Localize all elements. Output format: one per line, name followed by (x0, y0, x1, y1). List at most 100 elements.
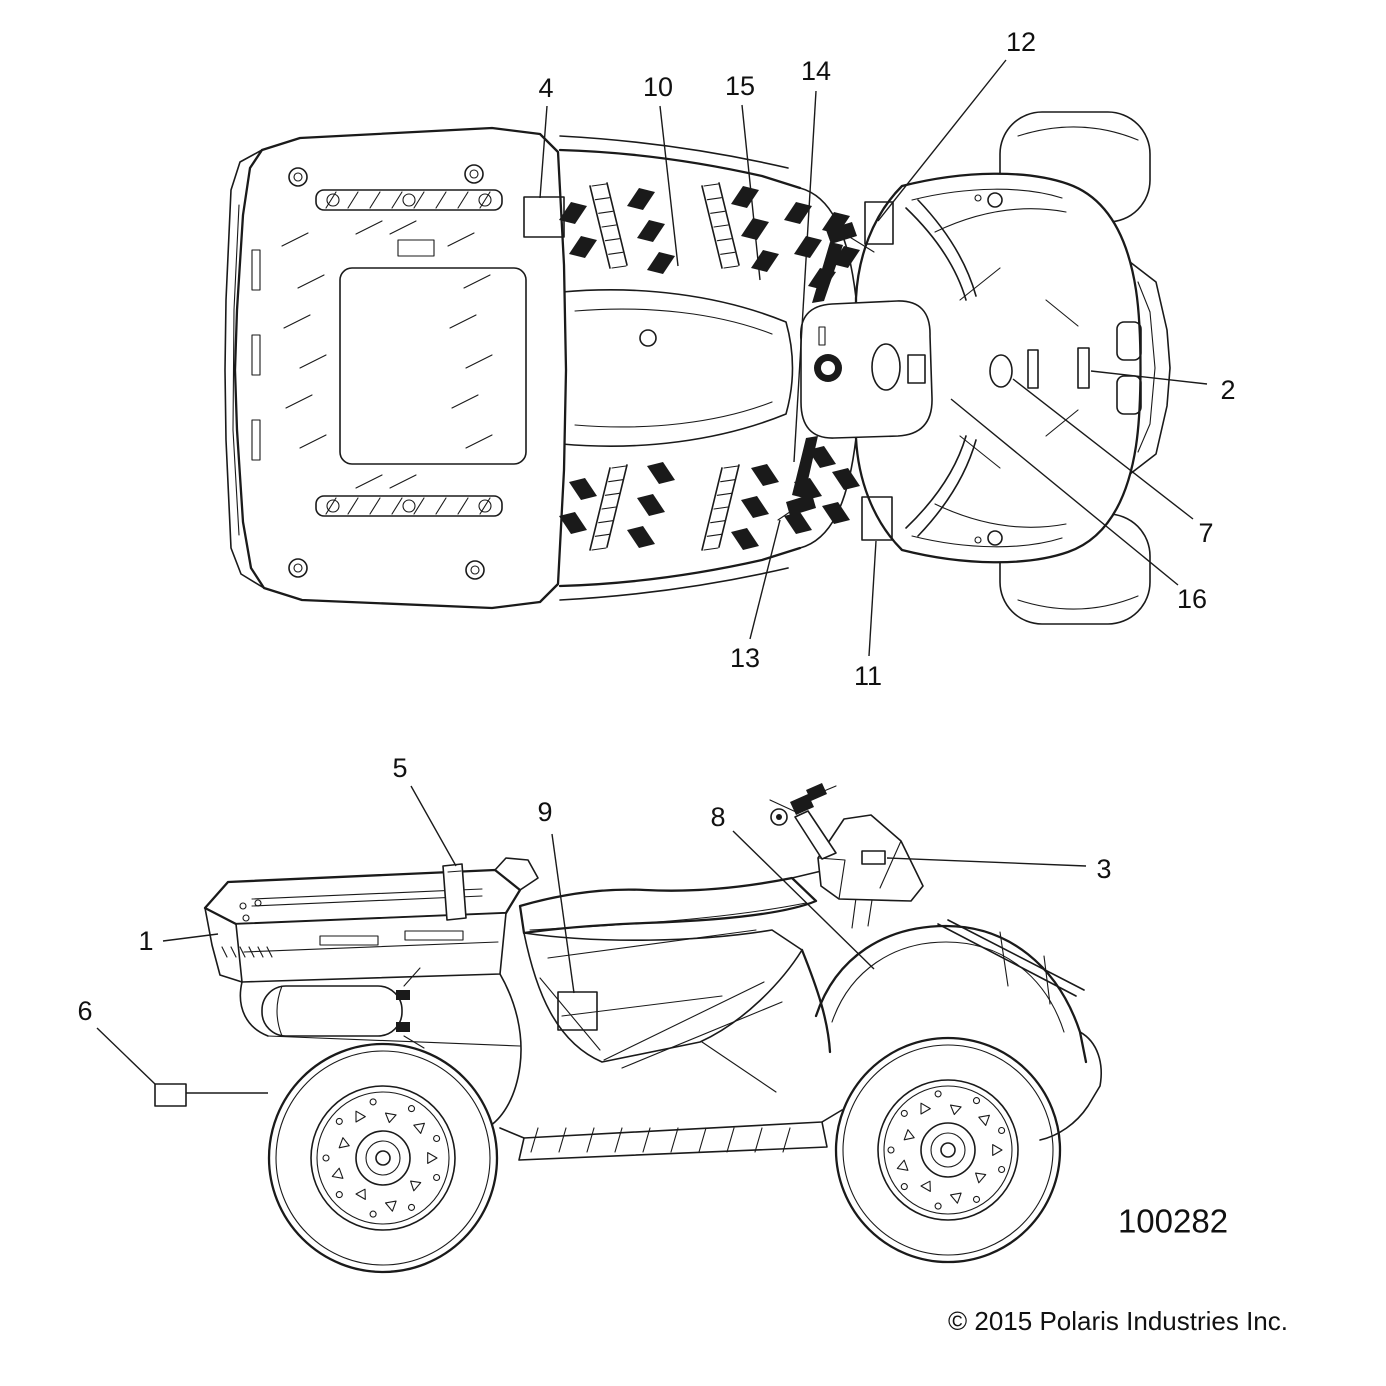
tread-mark (731, 528, 759, 550)
muffler-hanger (403, 967, 425, 1049)
tread-mark (637, 220, 665, 242)
rear-bumper-inner (232, 204, 240, 536)
tread-mark (808, 268, 836, 290)
footboard-hatch (614, 1127, 623, 1153)
rack-tick (355, 220, 383, 235)
taillight-line (447, 870, 462, 873)
wheel-lug (338, 1137, 350, 1149)
rack-tick (463, 274, 491, 289)
wheel-lug (355, 1188, 366, 1200)
crossbar-hatch (369, 191, 381, 209)
rack-latch (397, 239, 435, 257)
rack-rails (243, 888, 499, 953)
tread-mark (569, 236, 597, 258)
ladder-rung (720, 479, 736, 483)
rack-under-tick (257, 946, 264, 958)
ladder-rail (606, 182, 628, 266)
frame-tubes (603, 981, 783, 1093)
crossbar-hatch (325, 191, 337, 209)
crossbar-hatch (391, 191, 403, 209)
hood-fastener (987, 530, 1003, 546)
wheel-lug (920, 1180, 931, 1192)
callout-4: 4 (538, 73, 553, 103)
tire-tread-line (1017, 595, 1139, 610)
wheel-lug (413, 1122, 425, 1134)
tread-mark (731, 186, 759, 208)
rack-under-tick (266, 946, 273, 958)
leader-line-14 (793, 90, 817, 463)
wheel-lug-dot (322, 1154, 330, 1162)
rack-tick (447, 232, 475, 247)
ladder-rail (718, 182, 740, 266)
front-bumper (1129, 261, 1171, 475)
hood-ticks (904, 267, 1079, 469)
wheel-lug (427, 1152, 438, 1164)
ladder-rung (594, 533, 610, 537)
seat-latch (639, 329, 657, 347)
front-rack-rail (937, 919, 1085, 997)
leader-line-15 (741, 104, 761, 281)
muffler-bracket (396, 990, 410, 1000)
wheel-lug-dot (369, 1098, 377, 1106)
bumper-slot (1116, 375, 1142, 415)
corner-bolt-inner (470, 565, 480, 575)
fender-arc (934, 208, 1067, 233)
tread-mark (637, 494, 665, 516)
decal-box-7 (989, 354, 1013, 388)
rack-tick (281, 232, 309, 247)
tire-tread-line (1017, 126, 1139, 141)
leader-line-8 (732, 830, 875, 970)
decal-box-2 (1077, 347, 1090, 389)
rack-slot (319, 935, 379, 946)
crossbar-hatch (347, 191, 359, 209)
crossbar-hatch (369, 497, 381, 515)
rack-tick (389, 220, 417, 235)
wheel-lug-dot (335, 1191, 343, 1199)
muffler (261, 985, 403, 1037)
wheel-lug (410, 1180, 422, 1192)
top-view-drawing (224, 111, 1171, 625)
rear-rack-outline (233, 126, 568, 610)
rack-tick (299, 434, 327, 449)
corner-bolt-inner (293, 563, 303, 573)
ladder-rung (601, 224, 617, 228)
rack-slot (251, 419, 261, 461)
wheel-lug (992, 1144, 1003, 1156)
callout-10: 10 (643, 72, 673, 102)
rack-under-tick (239, 946, 246, 958)
hood-dot (974, 536, 982, 544)
rack-tick (283, 314, 311, 329)
hood-slot (1027, 349, 1039, 389)
side-panel (523, 929, 803, 1063)
callout-8: 8 (710, 802, 725, 832)
crossbar-hatch (457, 497, 469, 515)
wheel-lug (949, 1192, 962, 1204)
wheel-lug (949, 1104, 962, 1116)
rear-rack-end (204, 907, 243, 983)
leader-line-11 (868, 540, 877, 657)
rack-under-tick (248, 946, 255, 958)
wheel-lug-dot (934, 1202, 942, 1210)
rear-bumper (224, 149, 265, 589)
ladder-rung (713, 224, 729, 228)
decal-box-4 (523, 196, 565, 238)
footboard-hatch (586, 1127, 595, 1153)
wheel-lug (331, 1167, 344, 1179)
rack-under-tick (230, 946, 237, 958)
handlebar-stem (792, 242, 843, 498)
leader-line-10 (659, 105, 679, 267)
muffler-bracket (396, 1022, 410, 1032)
hood-outline (854, 172, 1142, 564)
corner-bolt (288, 167, 308, 187)
footboard-top (499, 1109, 843, 1139)
tread-mark (832, 468, 860, 490)
crossbar-bolt (478, 193, 492, 207)
crossbar-bolt (326, 499, 340, 513)
taillight-post (442, 863, 467, 921)
callout-7: 7 (1198, 518, 1213, 548)
wheel-lug (384, 1200, 397, 1212)
ladder-rail (718, 464, 740, 548)
rack-slot (251, 334, 261, 376)
hood-crease (911, 535, 1063, 548)
